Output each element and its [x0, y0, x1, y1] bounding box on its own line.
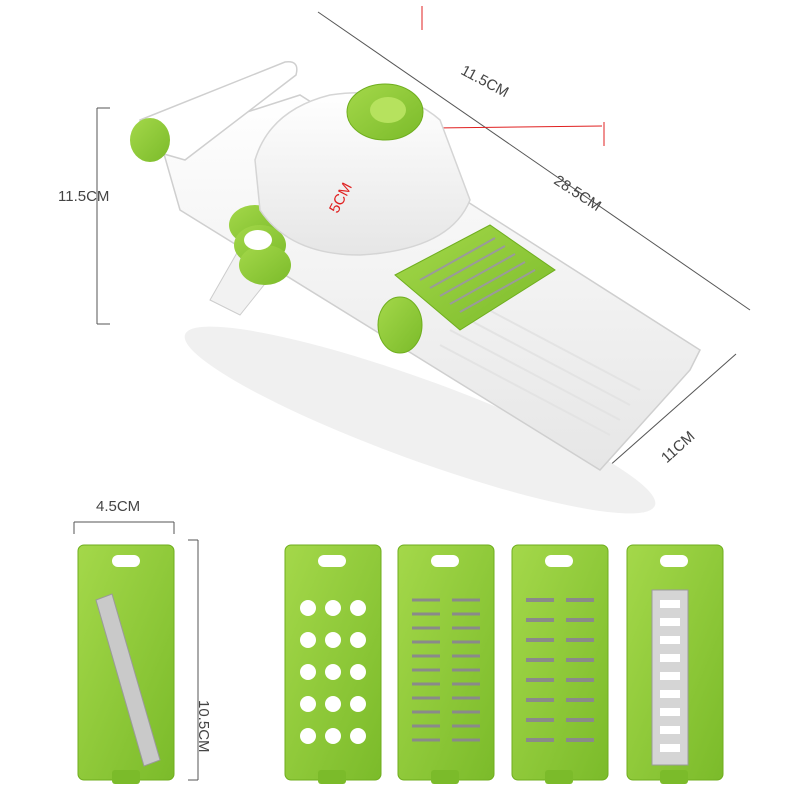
blade-wavy: [626, 544, 724, 784]
blade-holes: [284, 544, 382, 784]
blade-fine-julienne: [397, 544, 495, 784]
dim-blade-length-label: 10.5CM: [195, 700, 212, 753]
dim-blade-width-label: 4.5CM: [96, 498, 141, 515]
mandoline-slicer: [130, 61, 701, 514]
blade-inserts: [73, 521, 724, 784]
dim-height-label: 11.5CM: [58, 188, 110, 205]
blade-coarse-julienne: [511, 544, 609, 784]
blade-straight: [77, 544, 175, 784]
